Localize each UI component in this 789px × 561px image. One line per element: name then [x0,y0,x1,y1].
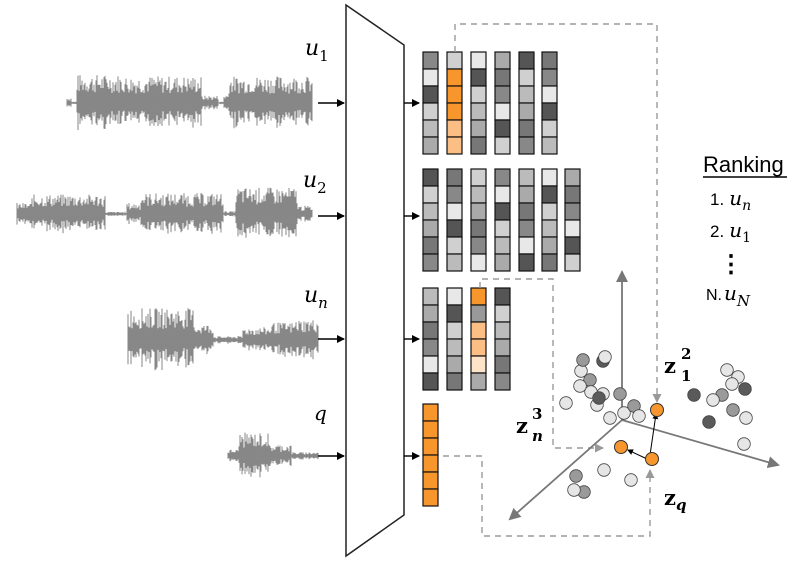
waveform-u2 [16,187,313,238]
label-u1: u1 [305,36,329,65]
encoder-block [345,3,405,558]
embedding-point-24 [737,437,751,451]
point-z12 [650,403,664,417]
feature-q-col [422,403,439,507]
waveform-un [127,308,319,371]
embedding-points [559,350,753,499]
ranking-item-n: N.uN [706,281,751,310]
output-arrows [404,99,420,460]
embedding-point-25 [569,469,583,483]
embedding-point-15 [592,391,606,405]
embedding-point-20 [706,393,720,407]
ranking-item-2: 2.u1 [710,218,751,246]
embedding-point-22 [702,415,716,429]
embedding-point-30 [687,388,701,402]
feature-un-col-3 [494,287,511,391]
input-arrows [318,99,345,460]
embedding-point-11 [617,406,631,420]
feature-u1-col-1 [446,51,463,155]
feature-u2-col-5 [541,168,558,272]
feature-u2-col-3 [494,168,511,272]
dashed-connectors [443,23,662,537]
label-q: q [314,401,327,425]
feature-u1-col-3 [494,51,511,155]
waveform-u1 [66,75,313,131]
feature-u2-col-6 [564,168,581,272]
feature-u1-col-0 [422,51,439,155]
embedding-point-18 [738,382,752,396]
feature-u2-col-0 [422,168,439,272]
ranking-list: Ranking 1.un 2.u1 ⋮ N.uN [703,152,787,310]
embedding-point-3 [598,350,612,364]
label-zq: zq [664,485,686,514]
waveforms [16,75,319,478]
label-u2: u2 [303,168,327,197]
point-zn3 [614,440,628,454]
feature-u2-col-4 [518,168,535,272]
embedding-point-23 [739,411,753,425]
embedding-point-14 [576,353,590,367]
feature-grids [422,51,581,507]
ranking-item-1: 1.un [710,186,751,214]
embedding-point-29 [624,473,638,487]
embedding-point-10 [603,411,617,425]
embedding-point-21 [726,403,740,417]
embedding-point-31 [725,377,739,391]
feature-u1-col-5 [541,51,558,155]
feature-un-col-0 [422,287,439,391]
embedding-point-5 [559,396,573,410]
embedding-point-27 [567,483,581,497]
embedding-point-6 [573,379,587,393]
feature-un-col-2 [470,287,487,391]
feature-u1-col-4 [518,51,535,155]
label-un: un [304,283,328,312]
feature-u2-col-2 [470,168,487,272]
waveform-q [227,432,319,478]
embedding-point-13 [632,409,646,423]
feature-u1-col-2 [470,51,487,155]
feature-u2-col-1 [446,168,463,272]
ranking-ellipsis: ⋮ [719,251,743,278]
ranking-title: Ranking [703,152,784,177]
query-distances [627,413,659,463]
feature-un-col-1 [446,287,463,391]
embedding-point-9 [613,387,627,401]
embedding-point-16 [720,363,734,377]
embedding-point-28 [597,463,611,477]
point-zq [645,452,659,466]
